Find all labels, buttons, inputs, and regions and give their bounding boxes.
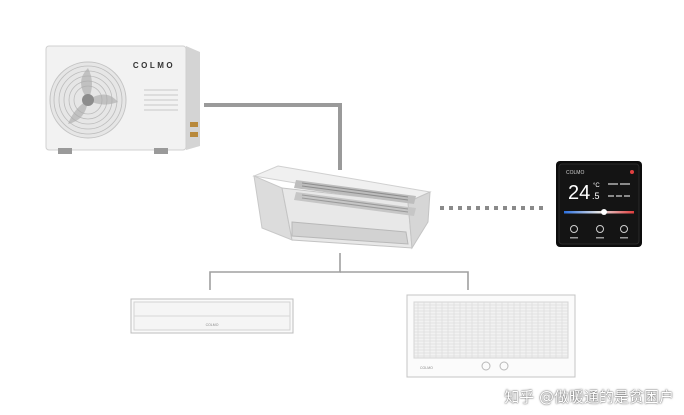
slider-knob-icon [601,209,607,215]
fan-grille-icon [49,61,127,139]
fan-speed-icon [596,225,604,233]
controller-temperature: 24 [568,182,590,204]
controller-temperature-decimal: .5 [592,191,600,201]
sensor-icon [481,361,491,371]
refrigerant-pipe [204,103,342,170]
smart-controller-panel: COLMO 24 .5 °C [556,161,642,247]
duct-branch-line [340,271,469,290]
outlet-brand-label: COLMO [206,323,219,327]
indoor-ceiling-unit [248,162,434,254]
outdoor-unit: COLMO [44,42,204,157]
air-louver-icon [294,180,416,216]
temperature-slider [564,211,634,214]
duct-branch-line [209,253,341,290]
indicator-icon [499,361,509,371]
mode-icon [570,225,578,233]
power-icon [620,225,628,233]
outdoor-brand-label: COLMO [133,61,175,70]
return-air-grille: COLMO [406,294,576,378]
status-dot-icon [630,170,634,174]
controller-temperature-unit: °C [593,183,600,189]
controller-brand-label: COLMO [566,170,584,176]
grille-brand-label: COLMO [420,366,433,370]
linear-air-outlet: COLMO [130,298,294,334]
watermark-text: 知乎 @做暖通的是贫困户 [504,388,674,406]
